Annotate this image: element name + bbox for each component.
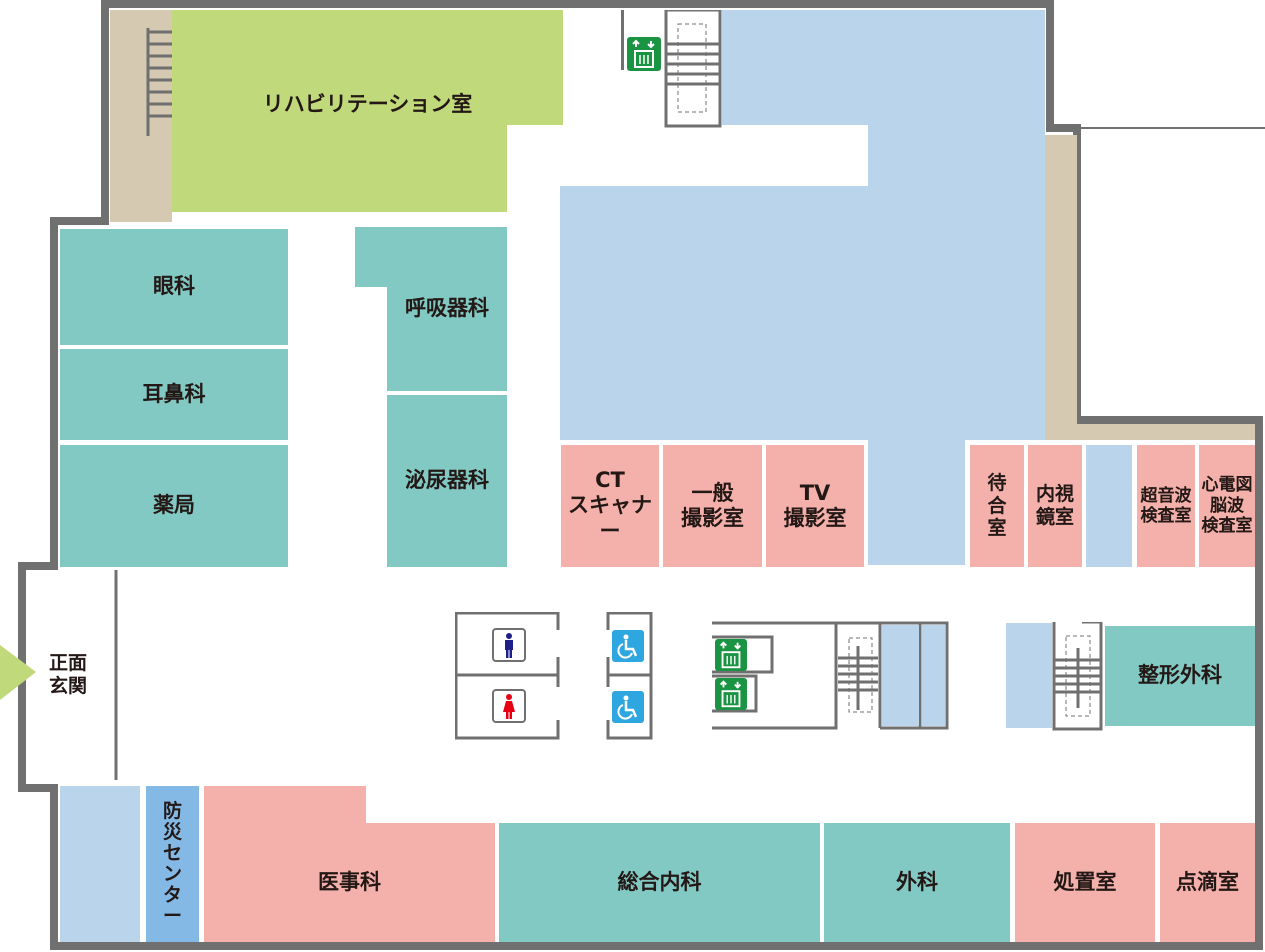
room-pharmacy[interactable]: 薬局	[60, 445, 288, 567]
room-rehab-extension	[172, 125, 507, 212]
room-respiratory[interactable]: 呼吸器科	[387, 227, 507, 391]
accessible-restroom-icon	[612, 630, 644, 662]
room-label: 心電図 脳波 検査室	[1201, 475, 1253, 537]
stairs-icon	[1052, 622, 1103, 731]
room-label: CT スキャナー	[568, 468, 652, 543]
mens-restroom-icon	[492, 628, 526, 662]
area-center	[560, 186, 868, 440]
room-urology[interactable]: 泌尿器科	[387, 395, 507, 567]
room-rehabilitation[interactable]: リハビリテーション室	[172, 10, 563, 125]
wall	[621, 10, 624, 70]
room-label: 泌尿器科	[405, 468, 489, 493]
room-ecg-eeg[interactable]: 心電図 脳波 検査室	[1199, 445, 1255, 567]
room-label: 眼科	[153, 274, 195, 299]
area-right	[868, 125, 1045, 440]
elevator-icon	[627, 37, 661, 71]
area-top-right	[722, 10, 1045, 125]
room-label: 薬局	[153, 493, 195, 518]
entrance-arrow	[0, 645, 36, 700]
room-label: TV 撮影室	[783, 480, 847, 530]
restroom-walls	[455, 612, 653, 740]
room-ent[interactable]: 耳鼻科	[60, 349, 288, 440]
room-internal-medicine[interactable]: 総合内科	[499, 823, 820, 942]
room-label: リハビリテーション室	[262, 92, 473, 116]
area-bottom-left	[60, 786, 140, 942]
area-lower	[868, 440, 965, 565]
room-label: 耳鼻科	[142, 381, 206, 406]
stairs-icon	[664, 10, 722, 128]
womens-restroom-icon	[492, 689, 526, 723]
room-ophthalmology[interactable]: 眼科	[60, 229, 288, 345]
room-waiting[interactable]: 待 合 室	[970, 445, 1024, 567]
room-label: 総合内科	[617, 869, 702, 894]
room-disaster-center[interactable]: 防 災 セ ン タ ー	[146, 786, 199, 942]
elevator-icon	[715, 639, 747, 671]
room-label: 超音波 検査室	[1140, 485, 1192, 526]
room-ultrasound[interactable]: 超音波 検査室	[1137, 445, 1195, 567]
room-label: 内視 鏡室	[1035, 483, 1074, 528]
room-label: 待 合 室	[987, 471, 1007, 540]
area-right-lower	[1006, 623, 1052, 728]
corridor-beige-right-bottom	[1045, 424, 1255, 440]
area-small	[1086, 445, 1132, 567]
room-label: 一般 撮影室	[681, 480, 744, 530]
room-orthopedics[interactable]: 整形外科	[1105, 626, 1255, 726]
entrance-label: 正面 玄関	[48, 652, 87, 697]
corridor-beige-right	[1045, 135, 1077, 440]
room-label: 呼吸器科	[405, 296, 489, 321]
accessible-restroom-icon	[612, 691, 644, 723]
room-label: 点滴室	[1176, 869, 1239, 894]
room-ct-scanner[interactable]: CT スキャナー	[561, 445, 659, 567]
room-label: 処置室	[1053, 869, 1117, 894]
room-label: 外科	[896, 869, 938, 894]
room-surgery[interactable]: 外科	[824, 823, 1010, 942]
room-medical-affairs[interactable]: 医事科	[204, 823, 495, 942]
room-general-xray[interactable]: 一般 撮影室	[663, 445, 762, 567]
elevator-icon	[715, 678, 747, 710]
room-tv-xray[interactable]: TV 撮影室	[766, 445, 864, 567]
main-entrance[interactable]: 正面 玄関	[30, 640, 106, 710]
room-treatment[interactable]: 処置室	[1015, 823, 1155, 942]
stairs-icon	[146, 28, 174, 136]
room-infusion[interactable]: 点滴室	[1160, 823, 1255, 942]
room-label: 医事科	[318, 869, 381, 894]
room-label: 整形外科	[1138, 663, 1222, 688]
room-endoscopy[interactable]: 内視 鏡室	[1028, 445, 1082, 567]
elevator-hall-walls	[712, 621, 949, 730]
room-label: 防 災 セ ン タ ー	[162, 800, 182, 927]
